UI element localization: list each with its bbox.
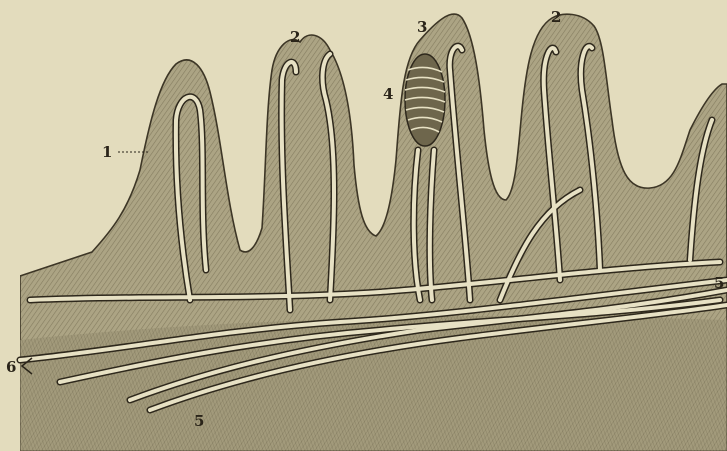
label-6: 6 [6, 358, 16, 376]
label-5-right: 5 [714, 274, 724, 292]
label-4: 4 [383, 85, 393, 103]
label-1: 1 [102, 143, 112, 161]
coiled-structure [405, 54, 445, 146]
left-edge [0, 0, 20, 451]
label-5-bottom: 5 [194, 412, 204, 430]
label-2-left: 2 [290, 28, 300, 46]
label-3: 3 [417, 18, 427, 36]
label-2-right: 2 [551, 8, 561, 26]
